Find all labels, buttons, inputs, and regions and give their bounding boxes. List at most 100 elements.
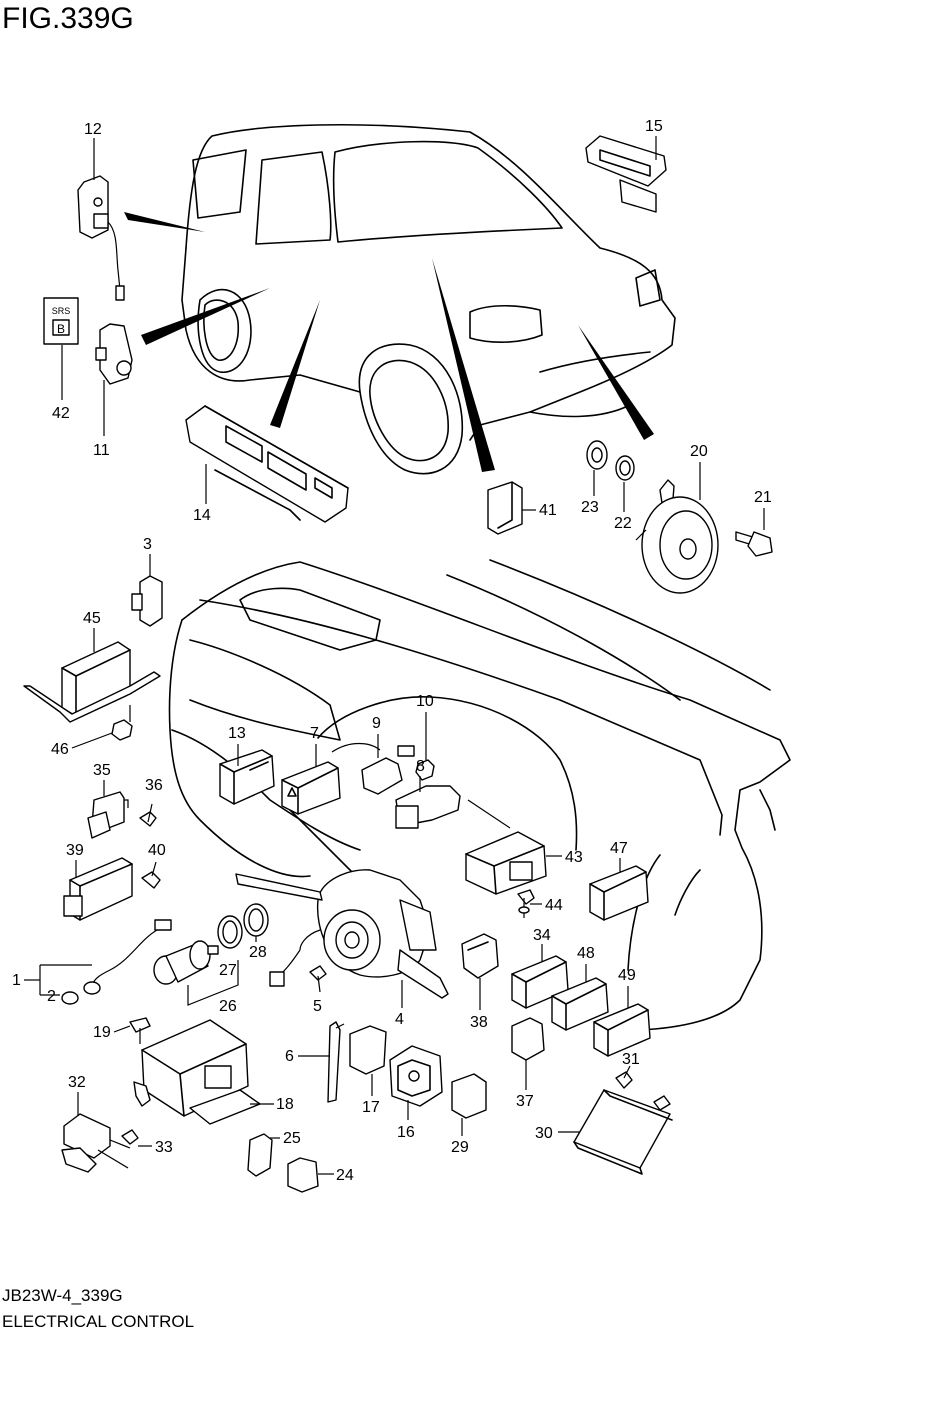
callout-15: 15 bbox=[645, 118, 663, 135]
part-20-horn bbox=[635, 479, 719, 594]
part-11-sensor bbox=[95, 323, 133, 385]
vehicle-outline bbox=[181, 123, 676, 475]
part-4-combo-switch bbox=[235, 869, 449, 999]
part-7-hazard-switch bbox=[281, 761, 341, 815]
part-16-lock-switch bbox=[389, 1045, 443, 1107]
part-8-switch bbox=[395, 785, 511, 829]
callout-22: 22 bbox=[614, 515, 632, 532]
callout-45: 45 bbox=[83, 610, 101, 627]
part-48-switch bbox=[551, 977, 609, 1031]
part-9-switch bbox=[331, 742, 415, 795]
part-24-relay bbox=[287, 1157, 319, 1193]
part-15-switch bbox=[585, 135, 667, 213]
callout-39: 39 bbox=[66, 842, 84, 859]
part-32-33-bracket bbox=[61, 1113, 139, 1173]
callout-24: 24 bbox=[336, 1167, 354, 1184]
part-21-bolt bbox=[735, 531, 773, 557]
part-31-screw bbox=[615, 1065, 633, 1089]
part-43-module bbox=[465, 831, 547, 895]
part-17-cover bbox=[349, 1025, 387, 1075]
callout-32: 32 bbox=[68, 1074, 86, 1091]
svg-text:B: B bbox=[57, 322, 65, 336]
callout-43: 43 bbox=[565, 849, 583, 866]
callout-26: 26 bbox=[219, 998, 237, 1015]
callout-31: 31 bbox=[622, 1051, 640, 1068]
part-1-2-wire-lamp bbox=[39, 919, 172, 1005]
part-44-bolt bbox=[517, 889, 535, 918]
callout-20: 20 bbox=[690, 443, 708, 460]
part-38-switch bbox=[461, 933, 499, 979]
callout-9: 9 bbox=[372, 715, 381, 732]
part-3-clip bbox=[131, 575, 163, 627]
callout-17: 17 bbox=[362, 1099, 380, 1116]
part-42-srs-label: SRS B bbox=[43, 297, 79, 345]
part-36-screw bbox=[139, 803, 157, 827]
part-5-screw bbox=[309, 965, 327, 993]
part-14-window-switch bbox=[185, 405, 349, 523]
part-23-22-washers bbox=[586, 440, 635, 481]
callout-13: 13 bbox=[228, 725, 246, 742]
callout-34: 34 bbox=[533, 927, 551, 944]
callout-40: 40 bbox=[148, 842, 166, 859]
callout-28: 28 bbox=[249, 944, 267, 961]
callout-38: 38 bbox=[470, 1014, 488, 1031]
figure-title: FIG.339G bbox=[2, 2, 134, 35]
callout-36: 36 bbox=[145, 777, 163, 794]
callout-42: 42 bbox=[52, 405, 70, 422]
callout-5: 5 bbox=[313, 998, 322, 1015]
callout-10: 10 bbox=[416, 693, 434, 710]
part-46-nut bbox=[71, 705, 133, 749]
callout-14: 14 bbox=[193, 507, 211, 524]
callout-11: 11 bbox=[93, 442, 110, 459]
part-35-relay bbox=[87, 791, 129, 839]
callout-6: 6 bbox=[285, 1048, 294, 1065]
callout-23: 23 bbox=[581, 499, 599, 516]
callout-48: 48 bbox=[577, 945, 595, 962]
callout-47: 47 bbox=[610, 840, 628, 857]
callout-21: 21 bbox=[754, 489, 772, 506]
callout-35: 35 bbox=[93, 762, 111, 779]
callout-4: 4 bbox=[395, 1011, 404, 1028]
section-name: ELECTRICAL CONTROL bbox=[2, 1312, 195, 1331]
part-10-nut bbox=[415, 759, 435, 781]
part-29-button bbox=[451, 1073, 487, 1119]
callout-49: 49 bbox=[618, 967, 636, 984]
part-39-control-box bbox=[63, 857, 133, 921]
part-45-module bbox=[23, 641, 161, 723]
callout-18: 18 bbox=[276, 1096, 294, 1113]
callout-19: 19 bbox=[93, 1024, 111, 1041]
callout-46: 46 bbox=[51, 741, 69, 758]
callout-3: 3 bbox=[143, 536, 152, 553]
part-49-switch bbox=[593, 1003, 651, 1057]
callout-2: 2 bbox=[47, 988, 56, 1005]
callout-41: 41 bbox=[539, 502, 557, 519]
callout-8: 8 bbox=[416, 758, 425, 775]
callout-29: 29 bbox=[451, 1139, 469, 1156]
dashboard-outline bbox=[168, 559, 791, 1031]
part-26-lighter bbox=[153, 940, 219, 985]
callout-30: 30 bbox=[535, 1125, 553, 1142]
part-37-button bbox=[511, 1017, 545, 1061]
part-18-module bbox=[133, 1019, 261, 1125]
callout-27: 27 bbox=[219, 962, 237, 979]
callout-12: 12 bbox=[84, 121, 102, 138]
part-30-box bbox=[573, 1089, 673, 1175]
callout-44: 44 bbox=[545, 897, 563, 914]
part-12-sensor bbox=[77, 175, 125, 301]
part-41-relay bbox=[487, 481, 523, 535]
part-19-bolt bbox=[129, 1017, 151, 1044]
part-6-bracket bbox=[327, 1021, 345, 1103]
part-25-clip bbox=[247, 1133, 273, 1177]
part-27-28-rings bbox=[187, 903, 269, 1006]
leader-wedges bbox=[124, 212, 654, 472]
callout-25: 25 bbox=[283, 1130, 301, 1147]
callout-37: 37 bbox=[516, 1093, 534, 1110]
callout-16: 16 bbox=[397, 1124, 415, 1141]
part-13-switch bbox=[219, 749, 275, 805]
svg-text:SRS: SRS bbox=[52, 306, 71, 316]
callout-labels: 12 42 11 14 15 41 23 22 20 21 3 45 46 10… bbox=[12, 118, 772, 1184]
part-47-switch bbox=[589, 865, 649, 921]
callout-1: 1 bbox=[12, 972, 21, 989]
diagram-code: JB23W-4_339G bbox=[2, 1286, 123, 1305]
